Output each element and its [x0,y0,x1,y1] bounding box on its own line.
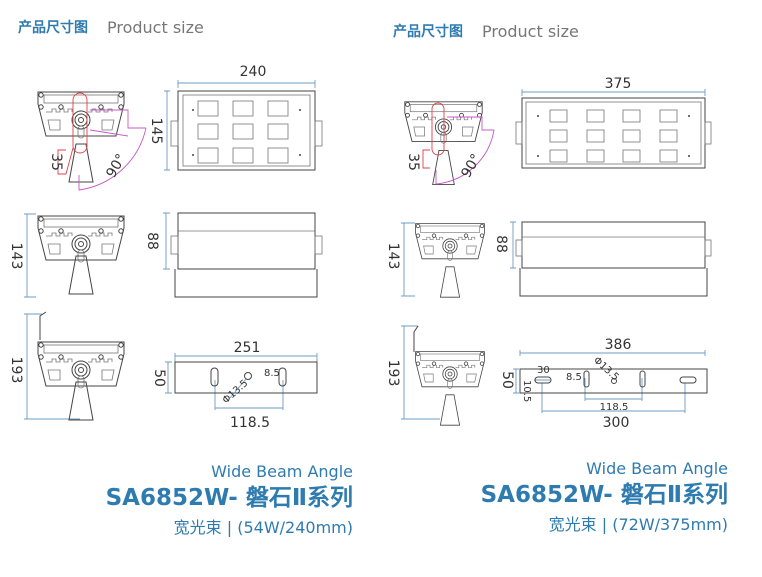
top-view: 88 [144,212,323,298]
dim-bracket-length: 251 [234,340,261,356]
side-view-angle: 35 90° [37,91,147,191]
footer-subtitle: Wide Beam Angle [211,462,353,481]
left-panel: 产品尺寸图 Product size 35 90° 240 145 [8,18,353,537]
dim-height-side: 143 [385,243,401,270]
side-view-angle: 35 90° [404,101,495,186]
dim-angle: 90° [458,151,484,181]
dim-bracket-width: 50 [151,369,167,387]
dim-hole: Φ13.5 [221,378,251,406]
side-view-bracket: 193 [8,311,125,421]
header-title-en: Product size [482,22,579,41]
front-view: 240 145 [148,64,323,171]
dim-slot-w: 10.5 [521,380,532,402]
side-view-bracket: 193 [385,325,485,426]
dim-height-side: 143 [8,243,24,270]
dim-slot-len: 30 [537,365,550,376]
right-panel: 产品尺寸图 Product size 35 90° 375 [385,22,728,534]
dim-mount-spacing: 300 [603,415,630,431]
footer-subtitle: Wide Beam Angle [586,459,728,478]
footer-model: SA6852W- 磐石Ⅱ系列 [481,481,728,508]
dim-slot-spacing: 118.5 [600,402,629,413]
dim-angle-offset: 35 [405,153,421,171]
dim-height: 145 [148,118,164,145]
footer: Wide Beam Angle SA6852W- 磐石Ⅱ系列 宽光束 | (72… [481,459,728,534]
front-view: 375 [515,76,712,169]
header-title-cn: 产品尺寸图 [18,19,88,36]
dim-height-bracket: 193 [8,357,24,384]
header-title-cn: 产品尺寸图 [393,23,463,40]
dim-depth: 88 [493,235,509,253]
dim-depth: 88 [144,232,160,250]
dim-slot: 8.5 [566,372,582,383]
dim-bracket-width: 50 [499,371,515,389]
side-view: 143 [385,222,485,298]
dim-angle: 90° [103,151,129,181]
dim-slot-spacing: 118.5 [230,415,270,431]
bracket-plate: 386 50 30 10.5 8.5 Φ13.5 118.5 300 [499,337,708,431]
footer-spec: 宽光束 | (54W/240mm) [174,518,353,537]
dim-slot: 8.5 [264,368,280,379]
dim-width: 240 [240,64,267,80]
bracket-plate: 251 50 8.5 Φ13.5 118.5 [151,340,318,431]
footer: Wide Beam Angle SA6852W- 磐石Ⅱ系列 宽光束 | (54… [106,462,353,537]
dim-height-bracket: 193 [385,360,401,387]
footer-spec: 宽光束 | (72W/375mm) [549,515,728,534]
side-view: 143 [8,213,125,298]
dim-width: 375 [605,76,632,92]
header-title-en: Product size [107,18,204,37]
dim-angle-offset: 35 [48,153,64,171]
dim-bracket-length: 386 [605,337,632,353]
top-view: 88 [493,221,712,297]
footer-model: SA6852W- 磐石Ⅱ系列 [106,484,353,511]
